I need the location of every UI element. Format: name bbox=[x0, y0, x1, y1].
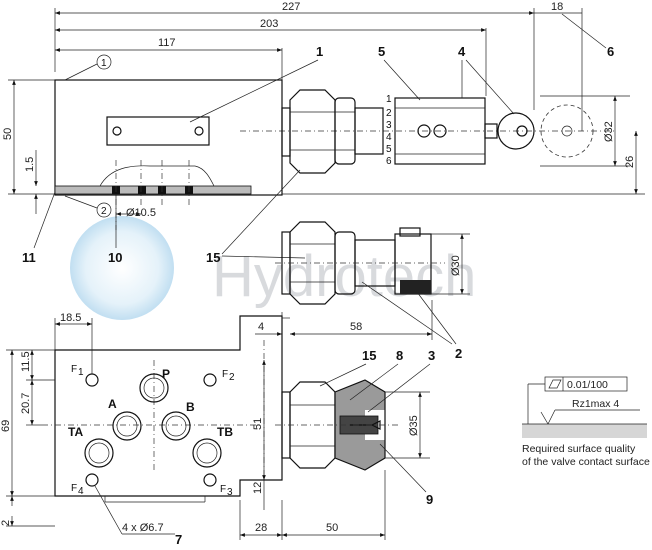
o-ring bbox=[138, 186, 146, 194]
svg-text:2: 2 bbox=[386, 108, 392, 119]
port-b bbox=[161, 411, 191, 441]
knob-screw-icon bbox=[433, 124, 447, 138]
valve-body-side bbox=[54, 79, 283, 196]
roughness-value: Rz1max 4 bbox=[572, 398, 619, 410]
port-tb bbox=[192, 438, 222, 468]
callout-circle-2: 2 bbox=[101, 206, 107, 217]
callout-7: 7 bbox=[175, 532, 182, 547]
surface-note-line1: Required surface quality bbox=[522, 443, 636, 455]
key-handle[interactable] bbox=[497, 112, 535, 150]
scale-sleeve bbox=[354, 107, 384, 155]
surface-quality-note: 0.01/100 Rz1max 4 Required surface quali… bbox=[522, 376, 650, 468]
dim-51: 51 bbox=[252, 418, 264, 430]
dim-117: 117 bbox=[158, 37, 176, 49]
callout-10: 10 bbox=[108, 250, 122, 265]
label-b: B bbox=[186, 400, 195, 414]
callout-4: 4 bbox=[458, 44, 466, 59]
svg-text:3: 3 bbox=[386, 120, 392, 131]
dim-69: 69 bbox=[0, 420, 12, 432]
dim-diam-35: Ø35 bbox=[408, 415, 420, 436]
flatness-value: 0.01/100 bbox=[567, 379, 608, 391]
dim-1-5: 1.5 bbox=[24, 157, 36, 172]
callout-9: 9 bbox=[426, 492, 433, 507]
hex-nut bbox=[289, 89, 336, 174]
middle-view: Ø30 2 bbox=[275, 221, 470, 361]
dim-4: 4 bbox=[258, 321, 264, 333]
callout-3: 3 bbox=[428, 348, 435, 363]
dim-20-7: 20.7 bbox=[20, 393, 32, 414]
svg-text:3: 3 bbox=[227, 487, 233, 498]
label-tb: TB bbox=[217, 425, 233, 439]
dim-58: 58 bbox=[350, 321, 362, 333]
port-ta bbox=[84, 438, 114, 468]
dim-18: 18 bbox=[551, 1, 563, 13]
adjustment-scale: 1 2 3 4 5 6 bbox=[386, 94, 392, 167]
hex-nut-middle bbox=[289, 221, 336, 305]
port-p bbox=[139, 373, 169, 403]
section-view: Ø35 4 58 28 50 15 8 3 9 bbox=[239, 300, 435, 540]
dim-12: 12 bbox=[252, 482, 264, 494]
callout-8: 8 bbox=[396, 348, 403, 363]
dim-203: 203 bbox=[260, 18, 278, 30]
svg-text:4: 4 bbox=[78, 486, 84, 497]
svg-text:4: 4 bbox=[386, 132, 392, 143]
callout-6: 6 bbox=[607, 44, 614, 59]
dim-26: 26 bbox=[624, 156, 636, 168]
dim-diam-30: Ø30 bbox=[450, 255, 462, 276]
key-swept-position bbox=[540, 104, 594, 158]
svg-text:1: 1 bbox=[78, 367, 84, 378]
label-f4: F bbox=[71, 483, 77, 494]
nameplate-screw-icon bbox=[194, 126, 204, 136]
callout-circle-1: 1 bbox=[101, 58, 107, 69]
nameplate-screw-icon bbox=[112, 126, 122, 136]
dim-holes: 4 x Ø6.7 bbox=[122, 522, 164, 534]
mounting-hole-f4 bbox=[85, 473, 99, 487]
watermark-logo-icon bbox=[70, 216, 174, 320]
nameplate bbox=[106, 116, 210, 146]
flatness-icon bbox=[548, 379, 562, 389]
callout-15: 15 bbox=[206, 250, 220, 265]
dim-50-bottom: 50 bbox=[326, 522, 338, 534]
watermark-text: Hydrotech bbox=[212, 244, 476, 309]
label-a: A bbox=[108, 397, 117, 411]
dim-50: 50 bbox=[2, 128, 14, 140]
dim-2: 2 bbox=[0, 520, 12, 526]
callout-11: 11 bbox=[22, 250, 36, 265]
callout-15b: 15 bbox=[362, 348, 376, 363]
dim-diam-10-5: Ø10.5 bbox=[126, 207, 156, 219]
dim-18-5: 18.5 bbox=[60, 312, 81, 324]
watermark: Hydrotech bbox=[70, 216, 476, 320]
dim-28: 28 bbox=[255, 522, 267, 534]
callout-1: 1 bbox=[316, 44, 323, 59]
port-a bbox=[112, 411, 142, 441]
knob-screw-icon bbox=[417, 124, 431, 138]
mounting-hole-f2 bbox=[203, 373, 217, 387]
surface-note-line2: of the valve contact surface bbox=[522, 456, 650, 468]
dim-diam-32: Ø32 bbox=[603, 121, 615, 142]
svg-text:1: 1 bbox=[386, 94, 392, 105]
label-p: P bbox=[162, 367, 170, 381]
svg-text:2: 2 bbox=[229, 372, 235, 383]
callout-2: 2 bbox=[455, 346, 462, 361]
top-view-ports: P A B TA TB F 1 F 2 F 3 F 4 18.5 11.5 20… bbox=[0, 312, 283, 547]
svg-text:6: 6 bbox=[386, 156, 392, 167]
contact-strip bbox=[54, 185, 252, 195]
side-view: 1 2 3 4 5 6 227 203 117 18 bbox=[2, 1, 645, 265]
label-ta: TA bbox=[68, 425, 83, 439]
callout-5: 5 bbox=[378, 44, 385, 59]
mounting-hole-f3 bbox=[203, 473, 217, 487]
mounting-face bbox=[54, 315, 283, 497]
label-f3: F bbox=[220, 484, 226, 495]
mounting-hole-f1 bbox=[85, 373, 99, 387]
label-f1: F bbox=[71, 364, 77, 375]
svg-text:5: 5 bbox=[386, 144, 392, 155]
dim-11-5: 11.5 bbox=[20, 351, 32, 372]
contact-surface bbox=[522, 424, 647, 438]
label-f2: F bbox=[222, 369, 228, 380]
dim-227: 227 bbox=[282, 1, 300, 13]
